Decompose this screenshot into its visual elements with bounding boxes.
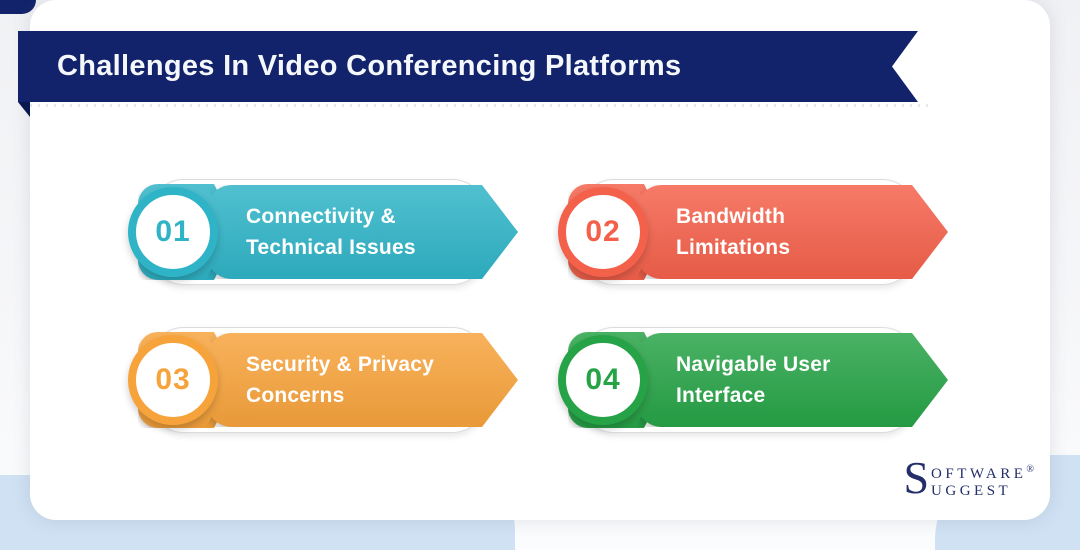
logo-initial: S xyxy=(903,452,930,503)
item-label: Security & Privacy Concerns xyxy=(246,353,435,407)
item-banner: Navigable User Interface xyxy=(636,333,948,427)
item-number-badge: 02 xyxy=(558,187,648,277)
item-number: 04 xyxy=(585,363,621,396)
content-card: Challenges In Video Conferencing Platfor… xyxy=(18,0,1050,520)
item-label: Navigable User Interface xyxy=(676,353,831,407)
item-banner: Security & Privacy Concerns xyxy=(206,333,518,427)
page-title: Challenges In Video Conferencing Platfor… xyxy=(57,50,682,82)
corner-accent-shape xyxy=(0,0,36,14)
logo-line-top: OFTWARE® xyxy=(931,464,1034,482)
ribbon-fold xyxy=(18,102,30,117)
logo-line-bottom: UGGEST xyxy=(931,483,1012,499)
dotted-divider xyxy=(30,104,930,107)
challenge-item-1: Connectivity & Technical Issues 01 xyxy=(128,179,523,285)
item-number: 03 xyxy=(155,363,191,396)
item-number-badge: 01 xyxy=(128,187,218,277)
challenge-item-2: Bandwidth Limitations 02 xyxy=(558,179,953,285)
softwaresuggest-logo: S OFTWARE® UGGEST xyxy=(903,452,1034,503)
challenge-item-4: Navigable User Interface 04 xyxy=(558,327,953,433)
item-number: 02 xyxy=(585,215,621,248)
item-label: Connectivity & Technical Issues xyxy=(246,205,416,259)
item-number: 01 xyxy=(155,215,191,248)
challenge-item-3: Security & Privacy Concerns 03 xyxy=(128,327,523,433)
item-number-badge: 04 xyxy=(558,335,648,425)
item-number-badge: 03 xyxy=(128,335,218,425)
item-banner: Connectivity & Technical Issues xyxy=(206,185,518,279)
registered-trademark-icon: ® xyxy=(1026,464,1034,475)
title-ribbon: Challenges In Video Conferencing Platfor… xyxy=(18,31,918,102)
item-banner: Bandwidth Limitations xyxy=(636,185,948,279)
item-label: Bandwidth Limitations xyxy=(676,205,791,259)
